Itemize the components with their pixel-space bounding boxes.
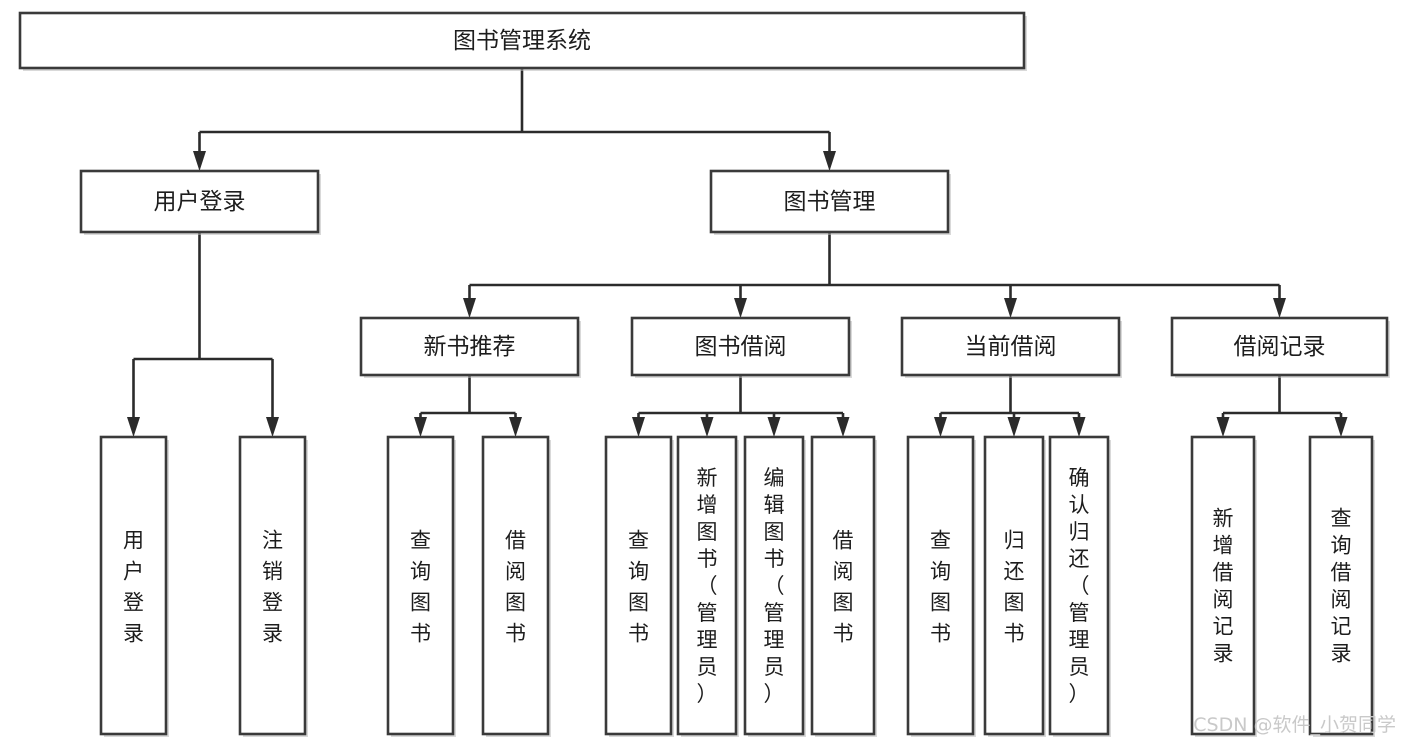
- node-root[interactable]: 图书管理系统: [18, 11, 1027, 71]
- node-leaf-rec-add[interactable]: 新增借阅记录: [1190, 435, 1257, 737]
- arrow-head-icon: [823, 151, 836, 171]
- node-label: 查询图书: [930, 529, 951, 646]
- node-leaf-bw-query[interactable]: 查询图书: [604, 435, 674, 737]
- arrow-head-icon: [1273, 298, 1286, 318]
- node-leaf-cur-query[interactable]: 查询图书: [906, 435, 976, 737]
- node-label: 新增借阅记录: [1213, 507, 1234, 666]
- connector-group: [127, 232, 279, 437]
- node-box: [1170, 316, 1389, 377]
- node-leaf-bw-edit[interactable]: 编辑图书（管理员）: [743, 435, 806, 737]
- node-box: [676, 435, 738, 736]
- arrow-head-icon: [463, 298, 476, 318]
- node-leaf-user-logout[interactable]: 注销登录: [238, 435, 308, 737]
- node-box: [386, 435, 455, 736]
- node-box: [630, 316, 851, 377]
- node-leaf-nb-query[interactable]: 查询图书: [386, 435, 456, 737]
- node-layer: 图书管理系统用户登录图书管理新书推荐图书借阅当前借阅借阅记录用户登录注销登录查询…: [18, 11, 1390, 737]
- node-box: [1308, 435, 1374, 736]
- node-box: [1048, 435, 1110, 736]
- node-box: [18, 11, 1026, 70]
- arrow-head-icon: [700, 417, 714, 437]
- node-label: 图书借阅: [695, 334, 787, 360]
- node-box: [709, 169, 950, 234]
- node-label: 图书管理: [784, 189, 876, 215]
- node-box: [359, 316, 580, 377]
- node-label: 查询借阅记录: [1331, 507, 1352, 666]
- node-leaf-cur-return[interactable]: 归还图书: [983, 435, 1046, 737]
- node-box: [1190, 435, 1256, 736]
- node-leaf-bw-add[interactable]: 新增图书（管理员）: [676, 435, 739, 737]
- connector-group: [414, 375, 522, 437]
- arrow-head-icon: [1004, 298, 1017, 318]
- connector-group: [1216, 375, 1348, 437]
- node-box: [743, 435, 805, 736]
- node-label: 新书推荐: [424, 334, 516, 360]
- node-label: 借阅图书: [833, 529, 854, 646]
- node-box: [238, 435, 307, 736]
- node-borrow[interactable]: 图书借阅: [630, 316, 852, 378]
- node-label: 借阅记录: [1234, 334, 1326, 360]
- arrow-head-icon: [734, 298, 747, 318]
- node-label: 借阅图书: [505, 529, 526, 646]
- arrow-head-icon: [1216, 417, 1230, 437]
- connector-group: [934, 375, 1086, 437]
- node-box: [79, 169, 320, 234]
- node-box: [900, 316, 1121, 377]
- arrow-head-icon: [934, 417, 947, 437]
- node-records[interactable]: 借阅记录: [1170, 316, 1390, 378]
- node-leaf-nb-borrow[interactable]: 借阅图书: [481, 435, 551, 737]
- arrow-head-icon: [266, 417, 279, 437]
- arrow-head-icon: [836, 417, 850, 437]
- node-label: 注销登录: [262, 529, 283, 646]
- node-label: 确认归还（管理员）: [1069, 466, 1090, 706]
- node-label: 当前借阅: [965, 334, 1057, 360]
- node-leaf-cur-confirm[interactable]: 确认归还（管理员）: [1048, 435, 1111, 737]
- node-leaf-user-login[interactable]: 用户登录: [99, 435, 169, 737]
- node-label: 归还图书: [1004, 529, 1025, 646]
- node-bookmgmt[interactable]: 图书管理: [709, 169, 951, 235]
- node-current[interactable]: 当前借阅: [900, 316, 1122, 378]
- node-box: [983, 435, 1045, 736]
- csdn-watermark: CSDN @软件_小贺同学: [1193, 714, 1396, 736]
- connector-group: [463, 232, 1286, 318]
- node-box: [481, 435, 550, 736]
- node-box: [810, 435, 876, 736]
- arrow-head-icon: [1007, 417, 1021, 437]
- arrow-head-icon: [632, 417, 645, 437]
- node-box: [99, 435, 168, 736]
- arrow-head-icon: [1334, 417, 1348, 437]
- node-box: [604, 435, 673, 736]
- connector-group: [193, 68, 836, 171]
- node-label: 新增图书（管理员）: [697, 466, 718, 706]
- node-leaf-bw-borrow[interactable]: 借阅图书: [810, 435, 877, 737]
- node-label: 用户登录: [154, 189, 246, 215]
- node-leaf-rec-query[interactable]: 查询借阅记录: [1308, 435, 1375, 737]
- arrow-head-icon: [509, 417, 522, 437]
- arrow-head-icon: [193, 151, 206, 171]
- node-label: 编辑图书（管理员）: [764, 466, 785, 706]
- connector-group: [632, 375, 850, 437]
- node-box: [906, 435, 975, 736]
- arrow-head-icon: [767, 417, 781, 437]
- arrow-head-icon: [414, 417, 427, 437]
- node-label: 查询图书: [628, 529, 649, 646]
- connector-layer: [127, 68, 1348, 437]
- node-label: 图书管理系统: [453, 28, 591, 54]
- node-label: 用户登录: [123, 529, 144, 646]
- node-label: 查询图书: [410, 529, 431, 646]
- node-newbook[interactable]: 新书推荐: [359, 316, 581, 378]
- arrow-head-icon: [1072, 417, 1086, 437]
- arrow-head-icon: [127, 417, 140, 437]
- node-login[interactable]: 用户登录: [79, 169, 321, 235]
